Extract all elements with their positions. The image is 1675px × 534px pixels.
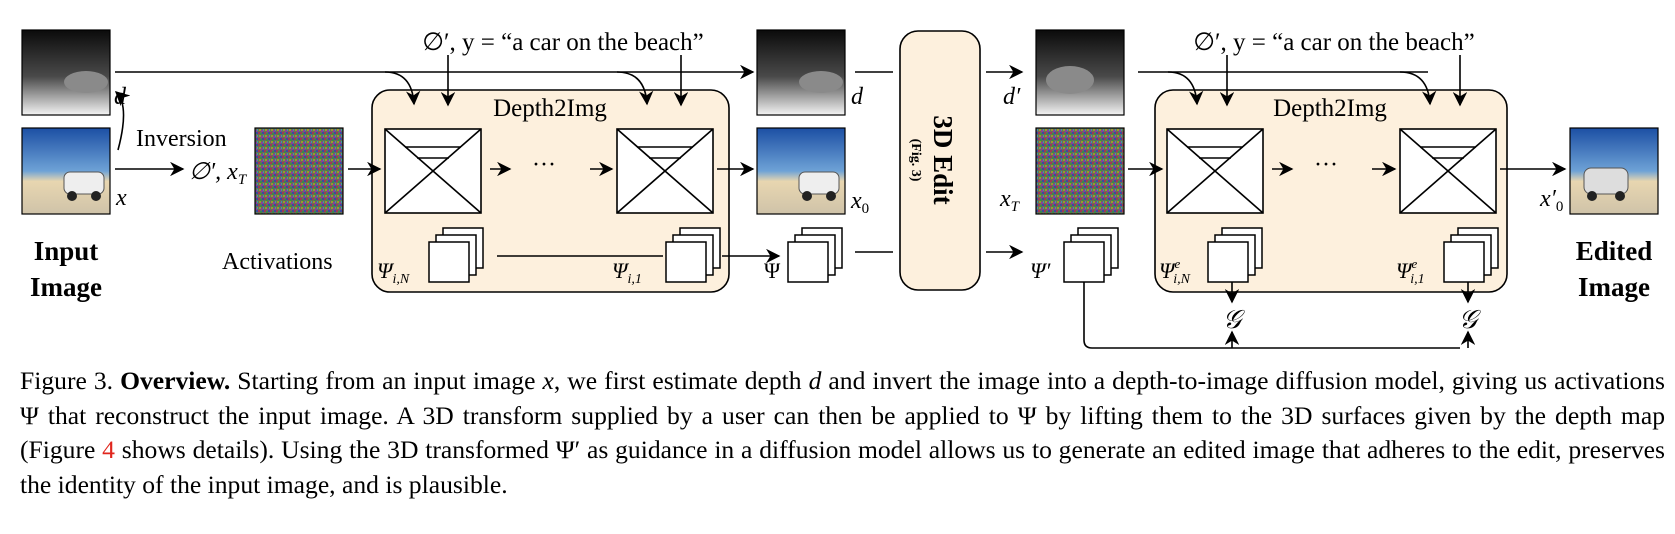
figure-caption: Figure 3. Overview. Starting from an inp… [20,364,1665,502]
label-x0-prime: x′0 [1539,186,1563,215]
caption-text-2: , we first estimate depth [553,366,809,395]
guidance-right: 𝒢 [1459,305,1482,334]
3d-edit-label: 3D Edit [928,115,958,204]
edited-depth-image [1035,29,1125,116]
activation-stack-psi-e-iN [1207,227,1263,283]
output-edited-image [1569,127,1659,215]
label-d-prime: d′ [1003,84,1021,110]
overview-diagram: Depth2Img Depth2Img 3D Edit (Fig. 3) [21,29,1659,349]
activation-stack-iN [428,227,484,283]
caption-var-x: x [542,366,554,395]
label-psi-i1: Ψi,1 [612,258,642,287]
input-image-title-line1: Input [34,236,99,266]
depth2img-label-left: Depth2Img [493,95,607,122]
label-psi-iN: Ψi,N [377,258,410,287]
activation-stack-psi-e-i1 [1443,227,1499,283]
label-psi: Ψ [764,258,781,283]
caption-text-3: and invert the image into a depth-to-ima… [20,366,1665,464]
caption-title: Overview. [120,366,231,395]
label-xT-right: xT [999,186,1021,215]
activation-stack-psi-prime [1063,227,1119,283]
label-x: x [115,185,127,211]
activation-stack-psi [787,227,843,283]
label-d-recon: d [851,84,864,110]
caption-var-d: d [808,366,822,395]
label-d: d [114,84,127,110]
label-null-xT: ∅′, xT [189,159,248,188]
activation-stack-i1 [665,227,721,283]
edited-image-title-line2: Image [1578,272,1650,302]
depth2img-label-right: Depth2Img [1273,95,1387,122]
caption-text-4: shows details). Using the 3D transformed… [20,435,1665,499]
3d-edit-block [899,30,981,291]
caption-figure-number: Figure 3. [20,366,114,395]
label-inversion: Inversion [136,126,227,152]
input-depth-image [21,29,111,116]
prompt-left: ∅′, y = “a car on the beach” [422,29,703,56]
input-image-title-line2: Image [30,272,102,302]
activation-stacks [428,227,1499,283]
caption-figure-link[interactable]: 4 [102,435,115,464]
unet-icon-left-1 [384,128,482,214]
prompt-right: ∅′, y = “a car on the beach” [1193,29,1474,56]
recon-image [756,127,846,215]
3d-edit-fig-ref: (Fig. 3) [908,139,923,182]
input-image [21,127,111,215]
unet-icon-left-2 [616,128,714,214]
unet-icons [384,128,1497,214]
edited-image-title-line1: Edited [1576,236,1653,266]
dots-left: ··· [532,152,556,178]
dots-right: ··· [1314,152,1338,178]
label-psi-prime: Ψ′ [1030,258,1051,283]
caption-text-1: Starting from an input image [230,366,543,395]
recon-depth-image [756,29,846,116]
unet-icon-right-2 [1399,128,1497,214]
noise-latent-image [254,127,344,215]
label-x0: x0 [850,188,869,217]
label-activations: Activations [222,249,333,275]
connections [114,55,1567,349]
edited-noise-image [1035,127,1125,215]
guidance-left: 𝒢 [1223,305,1246,334]
unet-icon-right-1 [1166,128,1264,214]
